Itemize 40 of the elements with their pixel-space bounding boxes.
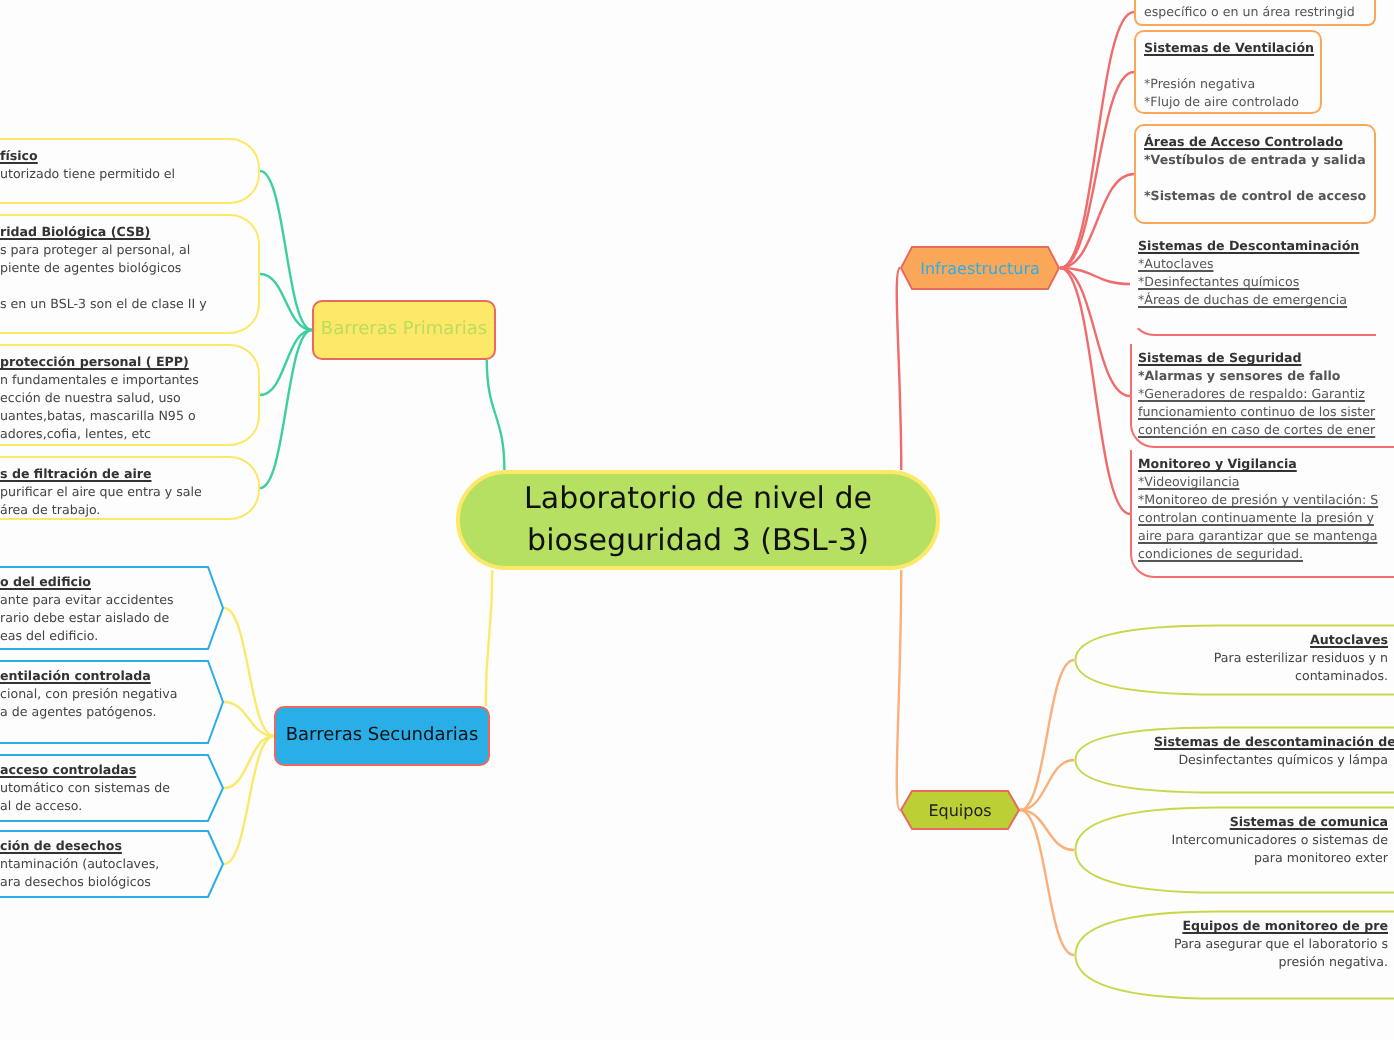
subtopic-card — [1134, 0, 1376, 26]
subtopic-card — [0, 344, 260, 446]
connector-line — [1019, 808, 1075, 957]
subtopic-card — [0, 138, 260, 204]
connector-line — [259, 328, 313, 397]
connector-line — [223, 606, 275, 738]
connector-line — [223, 700, 275, 738]
topic-hexagon: Infraestructura — [900, 246, 1060, 290]
connector-line — [259, 169, 313, 332]
connector-line — [259, 272, 313, 332]
topic-box: Barreras Secundarias — [274, 706, 490, 766]
subtopic-card — [0, 456, 260, 520]
subtopic-card — [0, 830, 224, 898]
connector-line — [895, 570, 903, 811]
connector-line — [1059, 266, 1131, 516]
subtopic-card — [1134, 30, 1322, 114]
subtopic-card — [0, 754, 224, 822]
connector-line — [1059, 70, 1135, 270]
connector-line — [1019, 758, 1075, 812]
subtopic-card — [0, 660, 224, 744]
connector-line — [1059, 10, 1135, 270]
connector-line — [223, 734, 275, 790]
connector-line — [1059, 172, 1135, 270]
connector-line — [1059, 266, 1131, 398]
subtopic-card — [0, 214, 260, 334]
connector-line — [259, 328, 313, 490]
topic-box: Barreras Primarias — [312, 300, 496, 360]
connector-line — [895, 267, 903, 470]
central-topic: Laboratorio de nivel de bioseguridad 3 (BSL-3) — [456, 470, 940, 570]
connector-line — [485, 359, 506, 471]
subtopic-note — [1130, 450, 1394, 578]
subtopic-card — [1134, 124, 1376, 224]
connector-line — [223, 734, 275, 866]
connector-line — [1019, 658, 1075, 812]
topic-hexagon: Equipos — [900, 790, 1020, 830]
connector-line — [1019, 808, 1075, 852]
connector-line — [484, 570, 494, 706]
subtopic-note — [1130, 344, 1394, 448]
connector-line — [1059, 266, 1131, 286]
subtopic-card — [0, 566, 224, 650]
